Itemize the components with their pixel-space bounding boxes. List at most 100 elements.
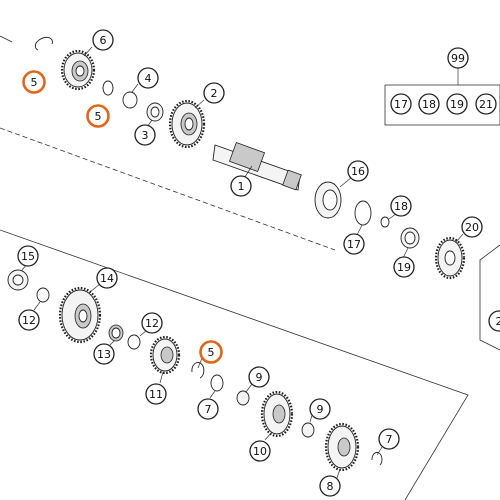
callout-number: 16 — [351, 165, 365, 178]
section-boundaries — [0, 35, 500, 500]
callout-number: 9 — [317, 403, 324, 416]
callout-number: 13 — [97, 348, 111, 361]
lower-section-frame — [0, 229, 469, 500]
callout-number: 7 — [205, 403, 212, 416]
washer-4 — [122, 91, 138, 109]
oring-18 — [380, 216, 390, 228]
callout-number: 8 — [327, 480, 334, 493]
callout-number: 15 — [21, 250, 35, 263]
callout-ring — [393, 256, 415, 278]
upper-shaft-parts — [34, 36, 466, 280]
callout-16: 16 — [347, 160, 369, 182]
callout-10: 10 — [249, 440, 271, 462]
bushing-3 — [146, 102, 164, 122]
sprocket-20 — [434, 236, 466, 280]
callout-17: 17 — [390, 93, 412, 115]
callout-15: 15 — [17, 245, 39, 267]
callout-number: 18 — [422, 98, 436, 111]
callout-ring — [22, 70, 46, 94]
callout-number: 5 — [31, 76, 38, 89]
callout-2: 2 — [488, 310, 500, 332]
callout-number: 12 — [22, 314, 36, 327]
callout-6: 6 — [92, 29, 114, 51]
callout-ring — [248, 366, 270, 388]
callout-ring — [203, 82, 225, 104]
callout-ring — [461, 216, 483, 238]
bearing-16 — [314, 181, 342, 219]
washer-12-left — [36, 287, 50, 303]
gear-14 — [58, 286, 102, 344]
callout-number: 5 — [95, 110, 102, 123]
callout-ring — [390, 93, 412, 115]
callout-number: 14 — [100, 272, 114, 285]
callout-number: 4 — [145, 72, 152, 85]
upper-section-frame — [0, 35, 13, 43]
kit-group-box — [384, 84, 500, 126]
gear-10 — [260, 390, 294, 438]
main-shaft-1 — [212, 141, 302, 191]
callout-ring — [488, 310, 500, 332]
callout-11: 11 — [145, 383, 167, 405]
callout-8: 8 — [319, 475, 341, 497]
callout-ring — [141, 312, 163, 334]
callout-9: 9 — [309, 398, 331, 420]
callout-18: 18 — [390, 195, 412, 217]
callout-ring — [96, 267, 118, 289]
callout-ring — [197, 398, 219, 420]
callout-ring — [145, 383, 167, 405]
callout-14: 14 — [96, 267, 118, 289]
callout-5-highlighted: 5 — [86, 104, 110, 128]
circlip-5-top — [34, 36, 53, 51]
callout-7: 7 — [378, 428, 400, 450]
callout-number: 6 — [100, 34, 107, 47]
callout-number: 12 — [145, 317, 159, 330]
gear-8 — [324, 422, 360, 472]
callout-ring — [418, 93, 440, 115]
callout-number: 17 — [347, 238, 361, 251]
callout-19: 19 — [446, 93, 468, 115]
gear-11 — [149, 335, 181, 375]
callout-ring — [249, 440, 271, 462]
callout-20: 20 — [461, 216, 483, 238]
callout-ring — [447, 47, 469, 69]
callout-number: 21 — [479, 98, 493, 111]
spacer-19 — [400, 227, 420, 249]
callout-21: 21 — [475, 93, 497, 115]
callout-ring — [309, 398, 331, 420]
callout-12: 12 — [141, 312, 163, 334]
callout-number: 19 — [450, 98, 464, 111]
callout-2: 2 — [203, 82, 225, 104]
callout-3: 3 — [134, 124, 156, 146]
callout-ring — [92, 29, 114, 51]
callout-ring — [343, 233, 365, 255]
callout-number: 11 — [149, 388, 163, 401]
callout-ring — [319, 475, 341, 497]
gear-6 — [60, 49, 96, 91]
callout-ring — [137, 67, 159, 89]
callout-ring — [199, 340, 223, 364]
callout-ring — [134, 124, 156, 146]
callout-number: 9 — [256, 371, 263, 384]
gear-2 — [168, 99, 206, 149]
callout-number: 99 — [451, 52, 465, 65]
callout-number: 2 — [496, 315, 500, 328]
circlip-5-lower — [191, 362, 205, 379]
needle-bearing-13 — [108, 324, 124, 342]
callout-number: 18 — [394, 200, 408, 213]
washer-7-lower — [210, 374, 224, 392]
callout-ring — [446, 93, 468, 115]
callout-ring — [390, 195, 412, 217]
callout-ring — [230, 175, 252, 197]
callout-ring — [93, 343, 115, 365]
washer-5-middle — [102, 80, 114, 96]
bearing-15 — [7, 269, 29, 291]
callout-12: 12 — [18, 309, 40, 331]
right-side-frame — [479, 244, 500, 351]
callout-number: 3 — [142, 129, 149, 142]
callout-number: 19 — [397, 261, 411, 274]
callout-17: 17 — [343, 233, 365, 255]
washer-12-right — [127, 334, 141, 350]
callout-ring — [17, 245, 39, 267]
